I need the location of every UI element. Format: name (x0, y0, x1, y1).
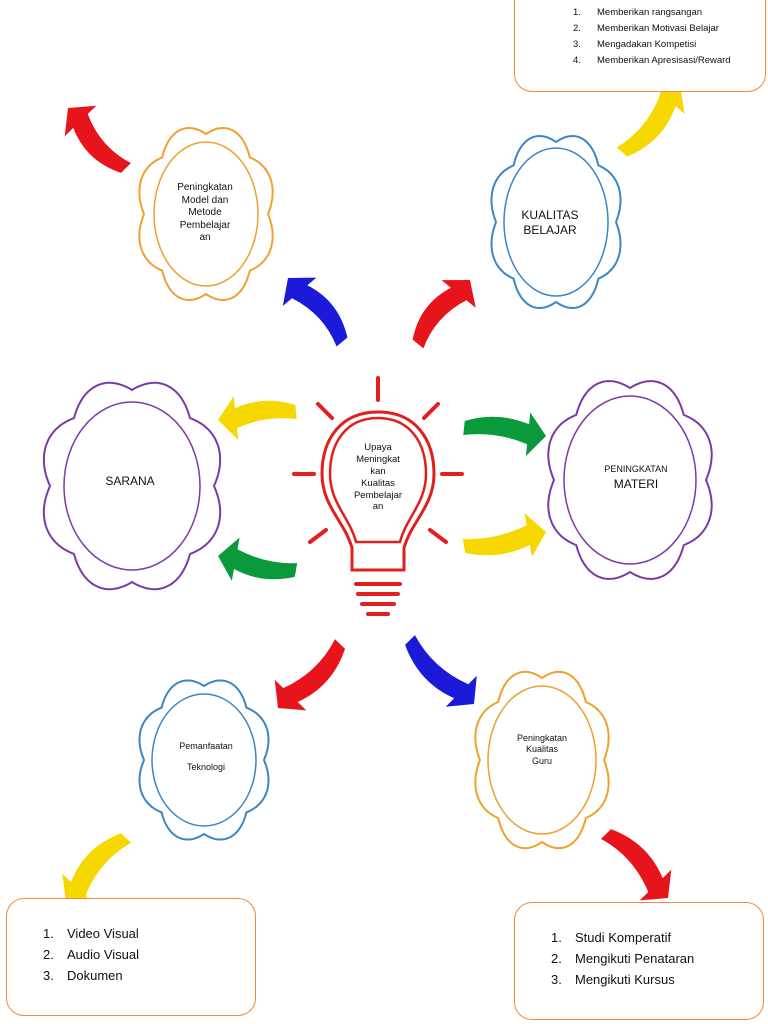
flower-teknologi (138, 679, 270, 841)
node-kualitas-guru-label: Peningkatan Kualitas Guru (502, 733, 582, 767)
flower-center (63, 401, 201, 571)
media-list-box: 1. Video Visual 2. Audio Visual 3. Dokumen (6, 898, 256, 1016)
list-item: 4. Memberikan Apresisasi/Reward (573, 53, 765, 69)
list-number: 2. (43, 947, 54, 962)
flower-center (503, 147, 609, 297)
node-sarana-label: SARANA (90, 474, 170, 489)
list-item: 3. Dokumen (43, 965, 255, 986)
arrow-yellow-to-materi (462, 513, 546, 557)
node-label-line: Guru (531, 755, 552, 766)
list-number: 1. (43, 926, 54, 941)
node-label-line (166, 752, 246, 762)
list-item: 1. Studi Komperatif (551, 927, 763, 948)
list-item: 1. Video Visual (43, 923, 255, 944)
flower-model-metode (138, 127, 274, 301)
arrow-red-bottom-right (601, 829, 672, 901)
center-label-line: an (372, 501, 384, 513)
arrow-red-to-kualitas (412, 280, 476, 349)
node-label-line: Pembelajar (179, 219, 231, 231)
node-label-line: Teknologi (186, 762, 226, 773)
center-label-line: Kualitas (361, 477, 395, 489)
list-text: Video Visual (67, 926, 139, 941)
lightbulb-icon (292, 376, 464, 616)
arrow-red-top-left (64, 105, 131, 173)
node-label-line: Model dan (181, 194, 229, 206)
node-peningkatan-materi-label: PENINGKATAN MATERI (586, 464, 686, 492)
center-label-line: Meningkat (356, 453, 400, 465)
flower-center (563, 395, 697, 565)
arrow-yellow-bottom-left (62, 833, 132, 904)
list-item: 2. Mengikuti Penataran (551, 948, 763, 969)
node-label-line: SARANA (105, 474, 155, 488)
flower-kualitas-guru (474, 670, 610, 850)
list-text: Dokumen (67, 968, 123, 983)
list-number: 3. (551, 972, 562, 987)
list-text: Memberikan rangsangan (597, 7, 703, 18)
node-label-line: BELAJAR (523, 223, 577, 237)
node-label-line: Kualitas (525, 744, 559, 755)
list-text: Mengikuti Penataran (575, 951, 695, 966)
node-model-metode-label: Peningkatan Model dan Metode Pembelajar … (165, 182, 245, 245)
center-label: Upaya Meningkat kan Kualitas Pembelajar … (340, 442, 416, 513)
flower-sarana (42, 381, 222, 591)
list-item: 2. Audio Visual (43, 944, 255, 965)
arrow-yellow-top-right (616, 85, 685, 157)
list-text: Memberikan Apresisasi/Reward (597, 55, 731, 66)
node-teknologi-label: Pemanfaatan Teknologi (166, 741, 246, 774)
list-text: Audio Visual (67, 947, 140, 962)
guru-list-box: 1. Studi Komperatif 2. Mengikuti Penataran… (514, 902, 764, 1020)
flower-center (153, 141, 259, 287)
list-number: 1. (551, 930, 562, 945)
node-label-line: MATERI (613, 477, 659, 492)
center-label-line: kan (370, 465, 386, 477)
motivasi-list-box: 1. Memberikan rangsangan 2. Memberikan Mot… (514, 0, 766, 92)
node-label-line: Peningkatan (516, 733, 568, 743)
list-number: 4. (573, 55, 581, 66)
list-number: 3. (43, 968, 54, 983)
list-item: 3. Mengikuti Kursus (551, 969, 763, 990)
list-item: 2. Memberikan Motivasi Belajar (573, 21, 765, 37)
center-label-line: Upaya (364, 442, 392, 453)
node-kualitas-belajar-label: KUALITAS BELAJAR (510, 208, 590, 238)
list-number: 2. (573, 23, 581, 34)
flower-peningkatan-materi (547, 380, 713, 580)
list-text: Memberikan Motivasi Belajar (597, 23, 719, 34)
flower-center (151, 693, 257, 827)
list-text: Mengikuti Kursus (575, 972, 675, 987)
list-number: 2. (551, 951, 562, 966)
list-text: Studi Komperatif (575, 930, 672, 945)
arrow-green-from-sarana (218, 537, 298, 581)
arrow-yellow-to-sarana (218, 396, 297, 440)
arrow-green-to-materi (463, 412, 546, 457)
node-label-line: Pemanfaatan (179, 741, 233, 751)
list-number: 3. (573, 39, 581, 50)
flower-center (487, 685, 597, 835)
node-label-line: Metode (188, 207, 222, 218)
arrow-blue-to-guru (405, 635, 477, 707)
arrow-blue-to-model (282, 277, 348, 347)
node-label-line: KUALITAS (521, 208, 579, 222)
flower-kualitas-belajar (490, 135, 622, 309)
center-label-line: Pembelajar (353, 489, 403, 501)
list-number: 1. (573, 7, 581, 18)
list-item: 1. Memberikan rangsangan (573, 5, 765, 21)
node-label-line: an (199, 232, 211, 243)
arrow-red-to-teknologi (274, 639, 345, 711)
list-text: Mengadakan Kompetisi (597, 39, 697, 50)
node-label-line: PENINGKATAN (604, 464, 668, 474)
node-label-line: Peningkatan (177, 182, 233, 193)
list-item: 3. Mengadakan Kompetisi (573, 37, 765, 53)
